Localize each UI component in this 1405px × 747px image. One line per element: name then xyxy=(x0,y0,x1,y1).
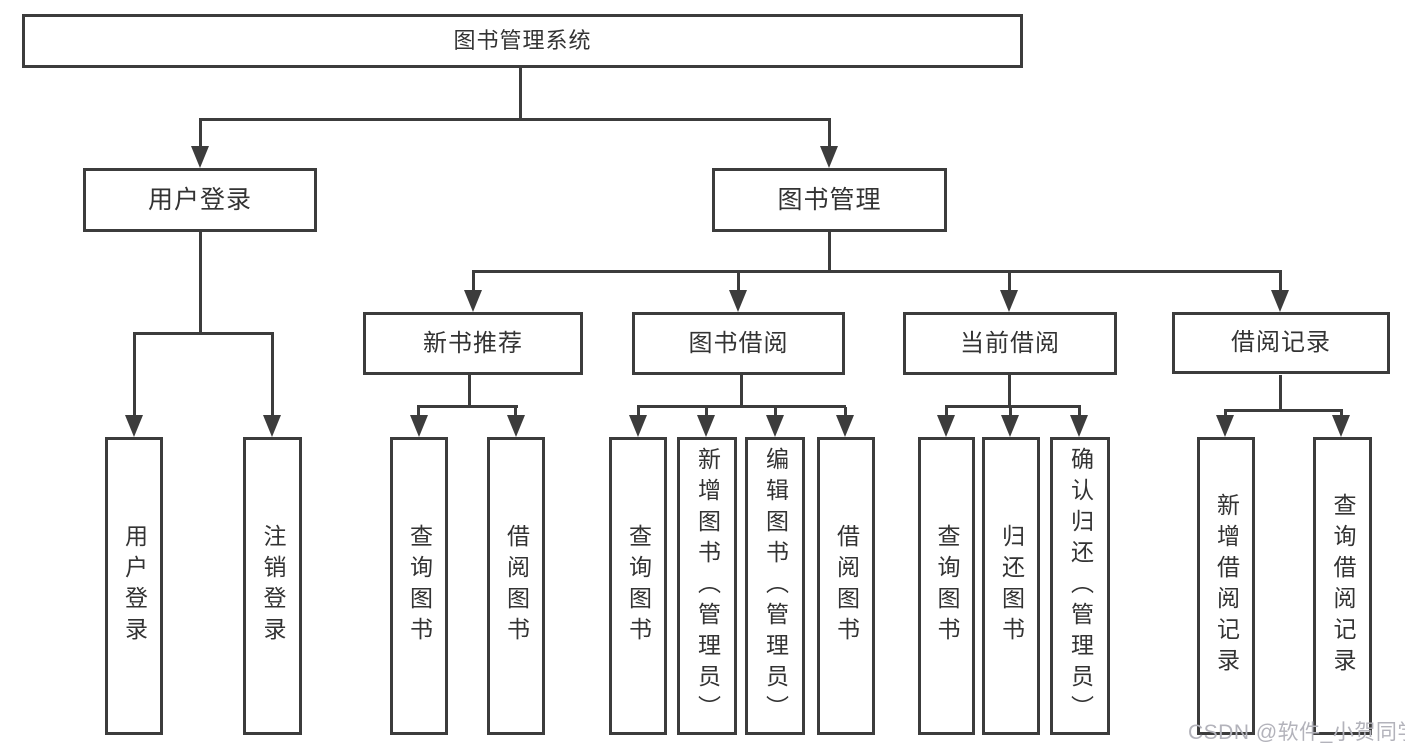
connector-line xyxy=(472,270,1282,273)
arrow-down-icon xyxy=(507,415,525,437)
arrow-down-icon xyxy=(1271,290,1289,312)
connector-line xyxy=(1008,272,1011,292)
leaf-edit-book-admin: 编辑图书（管理员） xyxy=(745,437,805,735)
arrow-down-icon xyxy=(410,415,428,437)
connector-line xyxy=(945,405,1081,408)
connector-line xyxy=(828,118,831,148)
leaf-borrow-book-2: 借阅图书 xyxy=(817,437,875,735)
connector-line xyxy=(844,407,847,417)
node-new-book-recommend-label: 新书推荐 xyxy=(423,329,523,357)
csdn-watermark: CSDN @软件_小贺同学 xyxy=(1188,721,1405,744)
leaf-query-book-1-label: 查询图书 xyxy=(406,524,433,648)
connector-line xyxy=(828,232,831,272)
connector-line xyxy=(417,405,518,408)
connector-line xyxy=(417,407,420,417)
connector-line xyxy=(1279,375,1282,411)
node-current-borrow-label: 当前借阅 xyxy=(960,329,1060,357)
leaf-confirm-return-admin-label: 确认归还（管理员） xyxy=(1067,446,1094,726)
node-new-book-recommend: 新书推荐 xyxy=(363,312,583,375)
connector-line xyxy=(774,407,777,417)
connector-line xyxy=(1224,411,1227,417)
arrow-down-icon xyxy=(836,415,854,437)
connector-line xyxy=(637,407,640,417)
connector-line xyxy=(1279,272,1282,292)
leaf-user-login: 用户登录 xyxy=(105,437,163,735)
node-borrow-records: 借阅记录 xyxy=(1172,312,1390,374)
leaf-query-borrow-record: 查询借阅记录 xyxy=(1313,437,1372,735)
leaf-query-book-2: 查询图书 xyxy=(609,437,667,735)
connector-line xyxy=(199,232,202,334)
arrow-down-icon xyxy=(1216,415,1234,437)
leaf-logout: 注销登录 xyxy=(243,437,302,735)
connector-line xyxy=(472,272,475,292)
connector-line xyxy=(133,332,274,335)
node-book-management: 图书管理 xyxy=(712,168,947,232)
leaf-add-borrow-record-label: 新增借阅记录 xyxy=(1213,493,1240,679)
leaf-borrow-book-1: 借阅图书 xyxy=(487,437,545,735)
leaf-add-borrow-record: 新增借阅记录 xyxy=(1197,437,1255,735)
arrow-down-icon xyxy=(125,415,143,437)
arrow-down-icon xyxy=(1001,415,1019,437)
node-root-label: 图书管理系统 xyxy=(453,28,592,53)
arrow-down-icon xyxy=(1332,415,1350,437)
connector-line xyxy=(199,118,831,121)
arrow-down-icon xyxy=(263,415,281,437)
arrow-down-icon xyxy=(729,290,747,312)
connector-line xyxy=(199,118,202,148)
node-user-login-label: 用户登录 xyxy=(147,185,252,214)
node-book-management-label: 图书管理 xyxy=(777,185,882,214)
connector-line xyxy=(133,334,136,416)
connector-line xyxy=(271,334,274,416)
leaf-add-book-admin-label: 新增图书（管理员） xyxy=(694,446,721,726)
leaf-return-book: 归还图书 xyxy=(982,437,1040,735)
connector-line xyxy=(514,407,517,417)
connector-line xyxy=(1340,411,1343,417)
node-borrow-records-label: 借阅记录 xyxy=(1231,329,1331,356)
connector-line xyxy=(1078,407,1081,417)
arrow-down-icon xyxy=(766,415,784,437)
leaf-user-login-label: 用户登录 xyxy=(121,524,148,648)
arrow-down-icon xyxy=(464,290,482,312)
arrow-down-icon xyxy=(629,415,647,437)
connector-line xyxy=(1224,409,1343,412)
node-book-borrow-label: 图书借阅 xyxy=(688,329,789,357)
leaf-query-book-3: 查询图书 xyxy=(918,437,975,735)
node-user-login: 用户登录 xyxy=(83,168,317,232)
arrow-down-icon xyxy=(937,415,955,437)
leaf-confirm-return-admin: 确认归还（管理员） xyxy=(1050,437,1110,735)
leaf-query-borrow-record-label: 查询借阅记录 xyxy=(1330,493,1356,679)
node-book-borrow: 图书借阅 xyxy=(632,312,845,375)
connector-line xyxy=(637,405,846,408)
leaf-query-book-1: 查询图书 xyxy=(390,437,448,735)
connector-line xyxy=(468,375,471,407)
connector-line xyxy=(1009,407,1012,417)
arrow-down-icon xyxy=(191,146,209,168)
connector-line xyxy=(519,68,522,121)
arrow-down-icon xyxy=(1000,290,1018,312)
connector-line xyxy=(945,407,948,417)
arrow-down-icon xyxy=(820,146,838,168)
connector-line xyxy=(705,407,708,417)
arrow-down-icon xyxy=(697,415,715,437)
node-current-borrow: 当前借阅 xyxy=(903,312,1117,375)
connector-line xyxy=(737,272,740,292)
leaf-borrow-book-1-label: 借阅图书 xyxy=(503,524,530,648)
connector-line xyxy=(740,375,743,407)
leaf-query-book-3-label: 查询图书 xyxy=(934,524,960,648)
leaf-borrow-book-2-label: 借阅图书 xyxy=(833,524,860,648)
node-root: 图书管理系统 xyxy=(22,14,1023,68)
leaf-return-book-label: 归还图书 xyxy=(998,524,1025,648)
connector-line xyxy=(1008,375,1011,407)
leaf-logout-label: 注销登录 xyxy=(260,524,286,648)
leaf-add-book-admin: 新增图书（管理员） xyxy=(677,437,737,735)
leaf-edit-book-admin-label: 编辑图书（管理员） xyxy=(762,446,789,726)
leaf-query-book-2-label: 查询图书 xyxy=(625,524,652,648)
arrow-down-icon xyxy=(1070,415,1088,437)
